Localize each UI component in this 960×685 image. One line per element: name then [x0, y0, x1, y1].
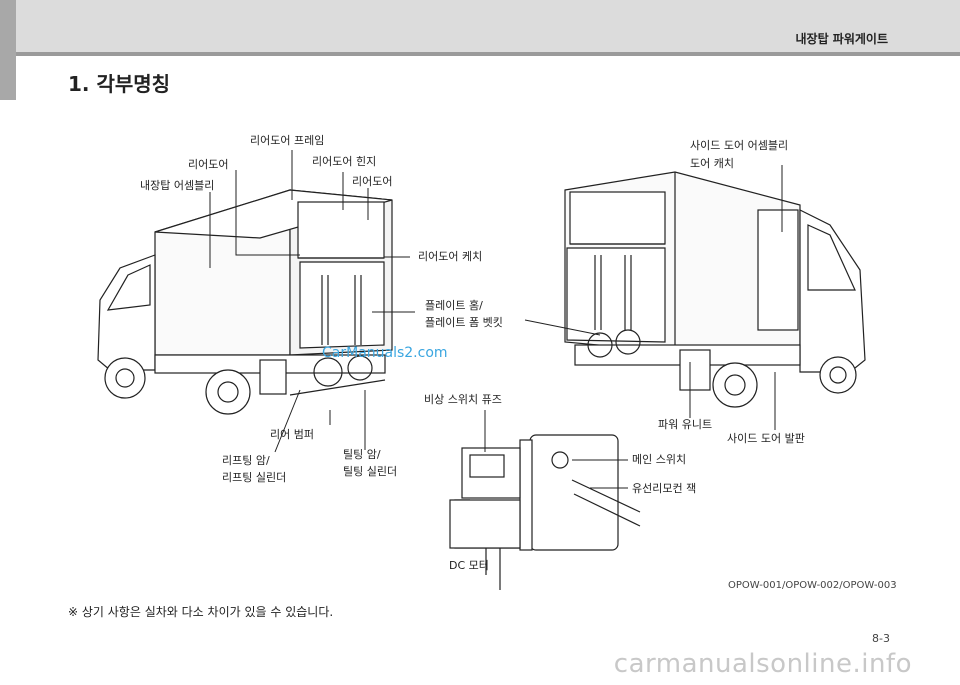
figure-code: OPOW-001/OPOW-002/OPOW-003	[728, 580, 897, 591]
disclaimer-note: ※ 상기 사항은 실차와 다소 차이가 있을 수 있습니다.	[68, 605, 334, 619]
label-rear-door-left: 리어도어	[188, 158, 229, 171]
header-divider	[0, 52, 960, 56]
label-plate-home-2: 플레이트 폼 벳킷	[425, 316, 503, 329]
label-side-door-assembly: 사이드 도어 어셈블리	[690, 139, 789, 152]
footer: carmanualsonline.info	[0, 645, 960, 685]
label-power-unit: 파워 유니트	[658, 418, 713, 431]
label-rear-bumper: 리어 범퍼	[270, 428, 314, 441]
label-wired-remote-jack: 유선리모컨 잭	[632, 482, 697, 495]
label-lifting-arm-2: 리프팅 실린더	[222, 471, 287, 484]
label-rear-door-right: 리어도어	[352, 175, 393, 188]
label-tilting-arm-2: 틸팅 실린더	[343, 465, 398, 478]
label-tilting-arm-1: 틸팅 암/	[343, 448, 381, 461]
label-rear-door-hinge: 리어도어 힌지	[312, 155, 377, 168]
header-bar	[0, 0, 960, 52]
label-dc-motor: DC 모터	[449, 559, 489, 572]
section-title: 1. 각부명칭	[68, 72, 171, 96]
label-rear-door-catch: 리어도어 케치	[418, 250, 483, 263]
label-plate-home-1: 플레이트 홈/	[425, 299, 483, 312]
label-body-assembly: 내장탑 어셈블리	[140, 179, 215, 192]
header-title: 내장탑 파워게이트	[795, 32, 889, 46]
label-rear-door-frame: 리어도어 프레임	[250, 134, 325, 147]
watermark: CarManuals2.com	[322, 345, 448, 361]
footer-watermark: carmanualsonline.info	[613, 649, 912, 679]
side-tab	[0, 0, 16, 100]
label-main-switch: 메인 스위치	[632, 453, 687, 466]
page-number: 8-3	[872, 632, 890, 645]
label-emergency-fuse: 비상 스위치 퓨즈	[424, 393, 502, 406]
label-side-door-step: 사이드 도어 발판	[727, 432, 805, 445]
label-lifting-arm-1: 리프팅 암/	[222, 454, 270, 467]
label-door-catch: 도어 캐치	[690, 157, 734, 170]
